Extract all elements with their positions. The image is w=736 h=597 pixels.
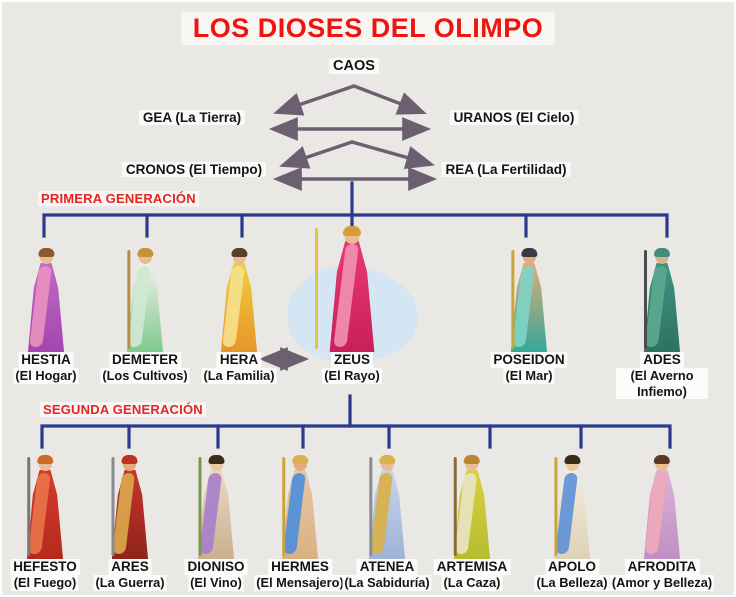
god-domain: (El Mar) xyxy=(503,368,555,384)
god-domain: (Los Cultivos) xyxy=(100,368,190,384)
god-domain: (El Vino) xyxy=(188,575,244,591)
page-title: LOS DIOSES DEL OLIMPO xyxy=(2,12,734,45)
page-title-text: LOS DIOSES DEL OLIMPO xyxy=(180,12,556,45)
hermes-figure-icon xyxy=(277,455,323,559)
god-poseidon: POSEIDON (El Mar) xyxy=(490,236,568,384)
atenea-figure-icon xyxy=(364,455,410,559)
node-caos: CAOS xyxy=(329,58,379,74)
god-name: HERMES xyxy=(268,559,332,576)
god-domain: (El Averno Infiemo) xyxy=(616,368,708,399)
connector-caos-gea xyxy=(273,84,356,116)
node-uranos: URANOS (El Cielo) xyxy=(449,110,579,125)
first-generation-label: PRIMERA GENERACIÓN xyxy=(38,191,199,206)
dioniso-figure-icon xyxy=(193,455,239,559)
hestia-figure-icon xyxy=(23,248,69,352)
bracket-second-generation xyxy=(40,424,672,449)
god-name: ARTEMISA xyxy=(433,559,511,576)
god-name: POSEIDON xyxy=(490,352,568,369)
god-domain: (Amor y Belleza) xyxy=(609,575,715,591)
god-ares: ARES (La Guerra) xyxy=(93,448,167,591)
connector-union-cronos xyxy=(279,140,354,169)
god-domain: (La Caza) xyxy=(441,575,503,591)
god-domain: (El Rayo) xyxy=(322,368,382,384)
apolo-figure-icon xyxy=(549,455,595,559)
god-domain: (La Belleza) xyxy=(534,575,610,591)
hera-figure-icon xyxy=(216,248,262,352)
node-cronos: CRONOS (El Tiempo) xyxy=(121,162,267,177)
god-hera: HERA (La Familia) xyxy=(201,236,277,384)
god-domain: (La Sabiduría) xyxy=(342,575,432,591)
god-artemisa: ARTEMISA (La Caza) xyxy=(433,448,511,591)
god-apolo: APOLO (La Belleza) xyxy=(534,448,610,591)
god-demeter: DEMETER (Los Cultivos) xyxy=(100,236,190,384)
god-dioniso: DIONISO (El Vino) xyxy=(184,448,248,591)
god-domain: (El Fuego) xyxy=(11,575,79,591)
hefesto-figure-icon xyxy=(22,455,68,559)
god-domain: (El Hogar) xyxy=(13,368,79,384)
god-hestia: HESTIA (El Hogar) xyxy=(13,236,79,384)
afrodita-figure-icon xyxy=(639,455,685,559)
god-hermes: HERMES (El Mensajero) xyxy=(254,448,346,591)
second-generation-label: SEGUNDA GENERACIÓN xyxy=(40,402,206,417)
god-atenea: ATENEA (La Sabiduría) xyxy=(342,448,432,591)
god-name: ADES xyxy=(640,352,684,369)
node-rea: REA (La Fertilidad) xyxy=(441,162,571,177)
god-zeus: ZEUS (El Rayo) xyxy=(294,226,410,384)
connector-union-rea xyxy=(350,140,435,169)
ades-figure-icon xyxy=(639,248,685,352)
god-name: AFRODITA xyxy=(624,559,700,576)
god-domain: (El Mensajero) xyxy=(254,575,346,591)
zeus-figure-icon xyxy=(294,226,410,356)
god-name: HEFESTO xyxy=(10,559,80,576)
god-name: ZEUS xyxy=(330,352,373,369)
god-name: HESTIA xyxy=(18,352,74,369)
god-domain: (La Guerra) xyxy=(93,575,167,591)
god-name: HERA xyxy=(216,352,262,369)
node-gea: GEA (La Tierra) xyxy=(138,110,246,125)
artemisa-figure-icon xyxy=(449,455,495,559)
god-afrodita: AFRODITA (Amor y Belleza) xyxy=(609,448,715,591)
god-name: ATENEA xyxy=(356,559,418,576)
god-name: DIONISO xyxy=(184,559,248,576)
god-name: APOLO xyxy=(544,559,599,576)
god-hefesto: HEFESTO (El Fuego) xyxy=(10,448,80,591)
ares-figure-icon xyxy=(107,455,153,559)
poseidon-figure-icon xyxy=(506,248,552,352)
god-name: DEMETER xyxy=(108,352,181,369)
god-name: ARES xyxy=(108,559,152,576)
demeter-figure-icon xyxy=(122,248,168,352)
god-ades: ADES (El Averno Infiemo) xyxy=(616,236,708,399)
god-domain: (La Familia) xyxy=(201,368,277,384)
connector-caos-uranos xyxy=(352,84,427,115)
